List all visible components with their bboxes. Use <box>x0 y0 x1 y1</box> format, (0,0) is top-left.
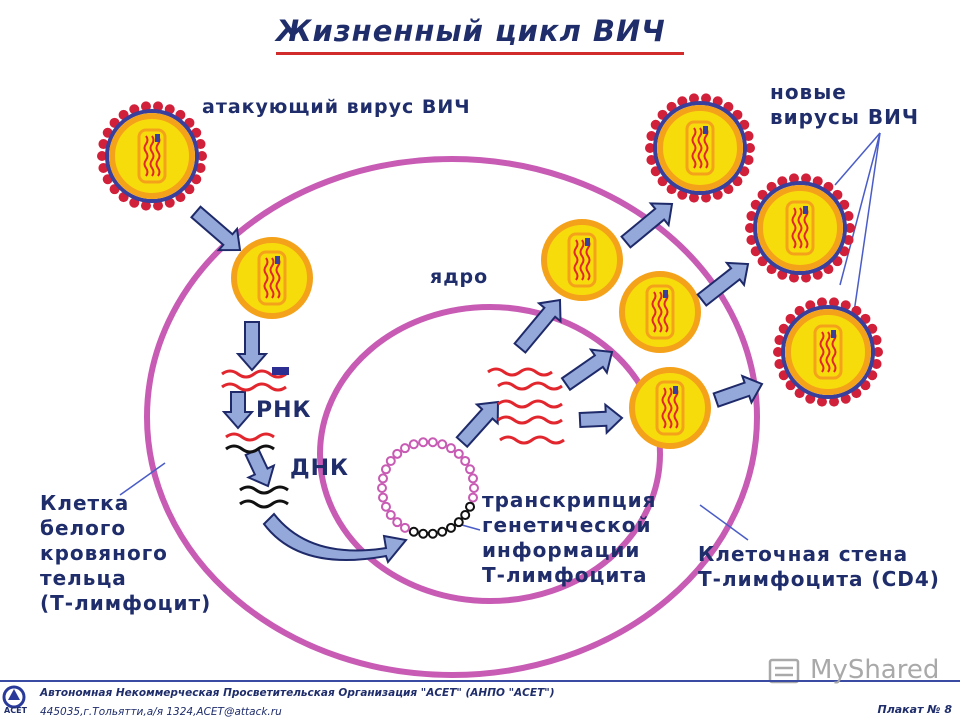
arrow-uncoating <box>235 321 269 372</box>
transcription-label: транскрипция генетической информации Т-л… <box>482 488 657 587</box>
arrow-entry <box>190 205 242 252</box>
dna-strands <box>225 444 289 509</box>
arrows-layer <box>190 202 764 565</box>
page-title: Жизненный цикл ВИЧ <box>276 14 666 48</box>
assembling-virus-3 <box>629 367 711 449</box>
arrow-dna <box>244 447 276 488</box>
poster-number: Плакат № 8 <box>877 703 953 716</box>
organization-name: Автономная Некоммерческая Просветительск… <box>40 687 555 699</box>
arrow-reverse-transcription <box>221 391 255 430</box>
new-virus-3 <box>773 297 883 407</box>
new-virus-2 <box>745 173 855 283</box>
new-virus-1 <box>645 93 755 203</box>
logo-text: ACET <box>4 706 27 715</box>
acet-logo-icon <box>2 685 26 709</box>
entering-virus-core <box>231 237 313 319</box>
arrow-release-2 <box>696 261 750 307</box>
t-lymphocyte-cell-membrane <box>144 156 760 678</box>
integrase-marker <box>272 367 289 375</box>
arrow-release-3 <box>712 374 764 408</box>
cell-wall-label: Клеточная стена Т-лимфоцита (CD4) <box>698 542 940 591</box>
organization-address: 445035,г.Тольятти,а/я 1324,ACET@attack.r… <box>40 706 282 718</box>
rna-strands <box>221 369 287 442</box>
rna-label: РНК <box>256 398 312 423</box>
dna-label: ДНК <box>290 456 349 481</box>
arrow-dna-integration <box>262 512 408 565</box>
nuclear-rna-copies <box>487 367 565 445</box>
white-blood-cell-label: Клетка белого кровяного тельца (Т-лимфоц… <box>40 491 212 615</box>
arrow-assembly-3 <box>578 402 624 435</box>
integrated-dna-ring <box>377 437 479 539</box>
pointer-lines <box>119 132 881 541</box>
attacking-virus <box>97 101 207 211</box>
arrow-transcription <box>455 400 500 449</box>
nucleus-label: ядро <box>430 266 489 288</box>
nucleus-membrane <box>317 304 663 604</box>
watermark-text: MyShared <box>810 655 940 685</box>
new-viruses-label: новые вирусы ВИЧ <box>770 80 920 129</box>
attacking-virus-label: атакующий вирус ВИЧ <box>202 96 471 118</box>
arrow-assembly-2 <box>560 348 614 392</box>
viruses-layer <box>97 93 883 449</box>
arrow-assembly-1 <box>513 298 562 354</box>
watermark-icon <box>768 658 800 684</box>
assembling-virus-1 <box>541 219 623 301</box>
footer-divider <box>0 680 960 682</box>
arrow-release-1 <box>620 202 674 249</box>
assembling-virus-2 <box>619 271 701 353</box>
title-underline <box>276 52 684 55</box>
